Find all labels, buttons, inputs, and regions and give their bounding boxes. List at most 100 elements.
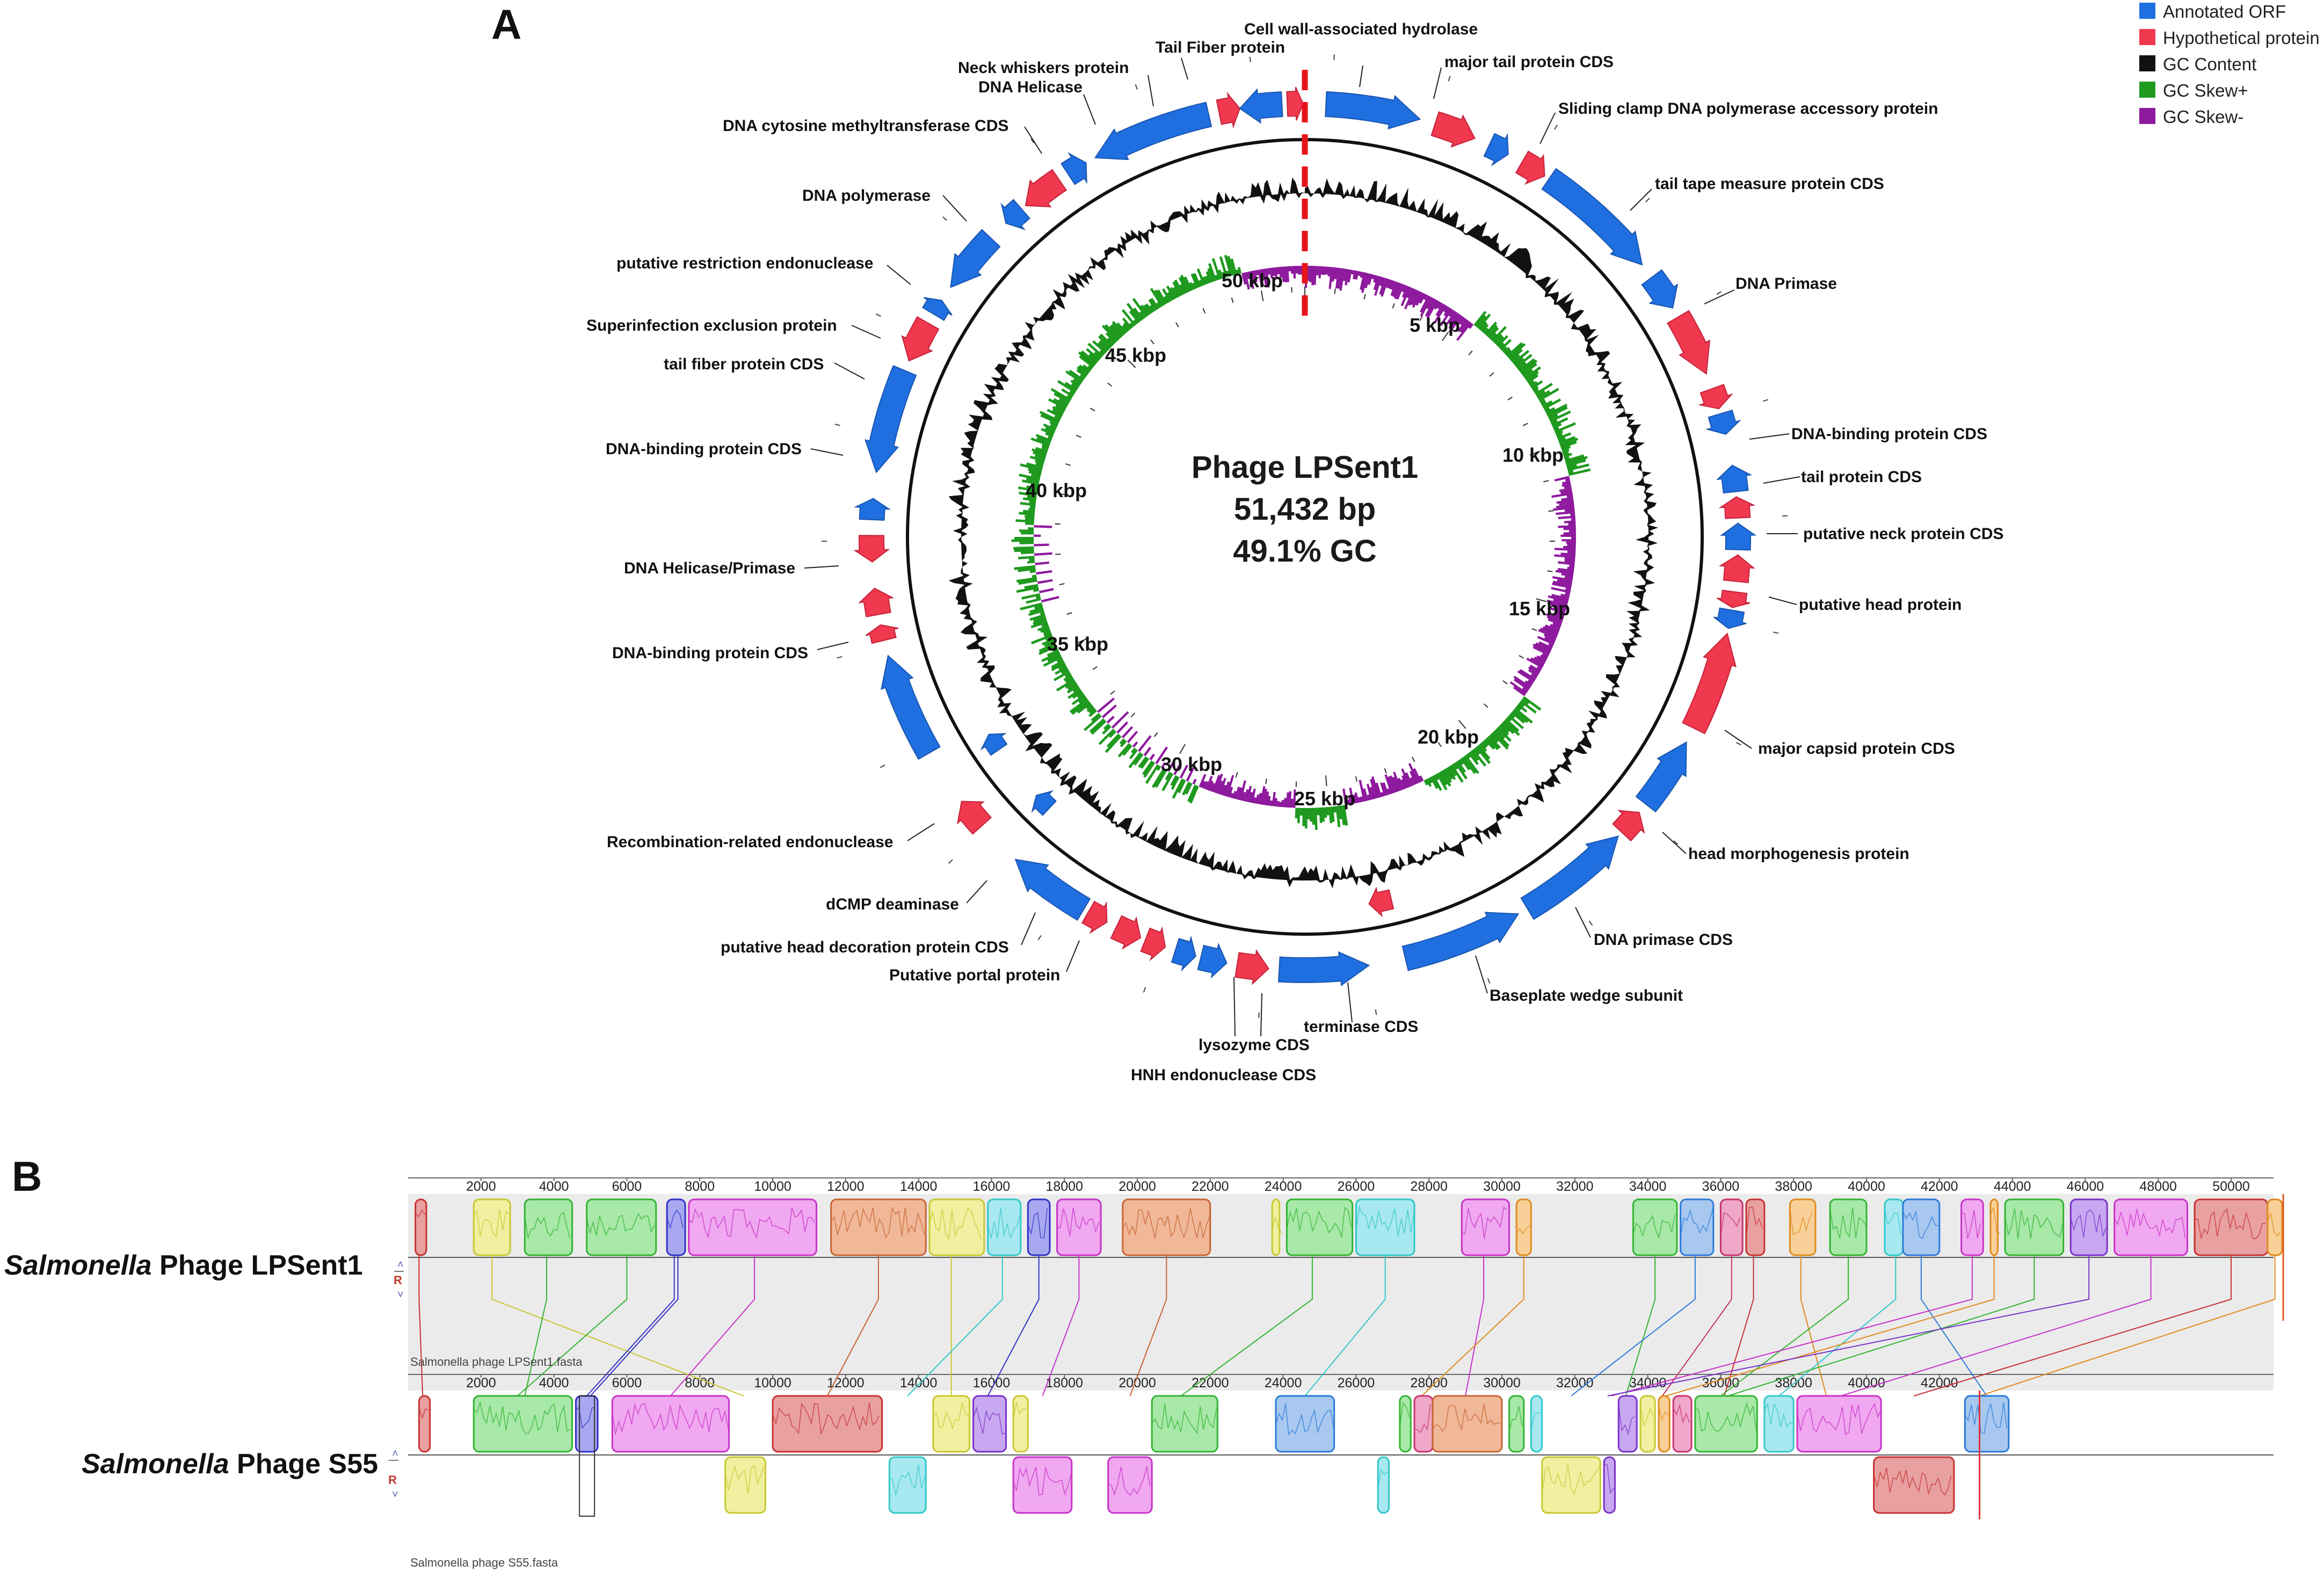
genome2-lcb-20 [1541,1456,1601,1514]
reverse-toggle[interactable]: R [388,1473,397,1487]
annotated-orf-23 [1197,942,1228,979]
annotated-orf-18 [1520,835,1619,920]
kbp-tick [1384,768,1387,774]
ruler1-tick-label: 44000 [1994,1179,2031,1194]
ruler1-tick-label: 26000 [1338,1179,1375,1194]
hypothetical-orf-47 [1286,86,1304,121]
genome2-lcb-profile [1764,1402,1794,1428]
genome2-lcb-profile [1151,1402,1217,1435]
genome1-lcb-blocks [415,1194,2284,1321]
outer-tick [1030,138,1035,144]
genome2-filename: Salmonella phage S55.fasta [410,1556,558,1569]
annotated-orf-37 [865,365,917,474]
lcb-connector-17 [1625,1255,1656,1396]
outer-tick [948,859,953,864]
label-head-morphogenesis: head morphogenesis protein [1688,845,1909,863]
outer-tick [880,765,885,768]
hypothetical-orf-13 [1717,590,1751,608]
genome1-title: Salmonella Phage LPSent1 [4,1250,363,1281]
genome2-lcb-24 [1658,1395,1671,1453]
label-neck-whiskers: Neck whiskers protein [958,59,1129,77]
genome1-lcb-profile [1720,1207,1741,1238]
kbp-tick [1529,450,1541,456]
kbp-tick [1489,372,1494,377]
kbp-tick [1291,287,1292,293]
reverse-toggle[interactable]: R [394,1273,402,1287]
label-dna-binding-3: DNA-binding protein CDS [606,440,802,458]
genome1-controls[interactable]: ˄ R ˅ [394,1259,404,1301]
genome1-lcb-profile [415,1206,426,1218]
chevron-up-icon[interactable]: ˄ [397,1259,404,1271]
label-superinfection-exclusion: Superinfection exclusion protein [586,317,837,334]
annotated-orf-40 [950,229,1001,288]
chevron-down-icon[interactable]: ˅ [397,1289,404,1301]
label-terminase: terminase CDS [1304,1018,1418,1036]
legend-swatch-hypothetical [2139,29,2155,45]
genome1-lcb-8 [987,1198,1022,1256]
gc-content-track [948,177,1658,889]
lcb-connector-1 [491,1255,744,1396]
lcb-connector-22 [1720,1255,1849,1396]
annotated-orf-2 [1483,133,1509,166]
genome2-lcb-profile [612,1402,729,1435]
lcb-connector-14 [1304,1255,1386,1396]
hypothetical-orf-27 [1081,900,1108,934]
genome2-controls[interactable]: ˄ R ˅ [388,1448,398,1501]
genome1-lcb-1 [473,1198,511,1256]
outer-tick [1773,631,1779,634]
outer-tick [1735,742,1741,746]
annotated-orf-5 [1641,269,1679,309]
annotated-orf-44 [1094,101,1212,161]
label-putative-neck: putative neck protein CDS [1803,525,2003,543]
legend-swatch-skew-minus [2139,108,2155,124]
genome2-lcb-blocks [418,1391,2010,1519]
genome2-lcb-profile [1541,1463,1601,1495]
ruler2-tick-label: 30000 [1483,1376,1521,1391]
legend-gc-skew-minus: GC Skew- [2163,107,2243,127]
genome-gc: 49.1% GC [1233,534,1377,569]
genome2-lcb-profile [1618,1402,1635,1436]
outer-tick [876,313,881,317]
genome1-lcb-30 [2194,1198,2269,1256]
genome1-lcb-profile [666,1206,684,1229]
kbp-label-20: 20 kbp [1418,726,1479,748]
genome1-lcb-2 [524,1198,573,1256]
kbp-tick [1179,744,1186,754]
genome2-lcb-profile [772,1402,880,1435]
genome1-lcb-profile [2114,1206,2186,1239]
genome1-lcb-22 [1829,1198,1868,1256]
annotated-orf-29 [1031,790,1057,816]
label-head-decoration: putative head decoration protein CDS [721,938,1009,956]
kbp-tick [1536,598,1547,602]
genome2-lcb-profile [1013,1463,1072,1496]
chevron-up-icon[interactable]: ˄ [392,1448,398,1460]
outer-tick [1763,399,1769,402]
kbp-tick [1392,303,1395,309]
annotated-orf-39 [922,297,953,321]
genome1-lcb-profile [1829,1207,1866,1239]
genome2-lcb-profile [1013,1402,1027,1420]
genome2-lcb-5 [772,1395,883,1453]
genome2-lcb-profile [418,1402,429,1420]
genome2-lcb-9 [1012,1395,1029,1453]
genome2-lcb-profile [933,1402,969,1430]
kbp-tick [1437,741,1442,747]
chevron-down-icon[interactable]: ˅ [392,1489,398,1501]
ruler2-tick-label: 4000 [539,1376,569,1391]
label-sliding-clamp: Sliding clamp DNA polymerase accessory p… [1558,100,1938,118]
gene-labels [804,57,1800,1037]
genome1-lcb-profile [2070,1206,2107,1238]
lcb-connector-2 [524,1255,548,1396]
lcb-connector-28 [1607,1255,2090,1396]
annotated-orf-46 [1239,88,1283,124]
panel-a-letter: A [491,1,521,48]
genome2-lcb-25 [1672,1395,1693,1453]
annotated-orf-16 [1635,741,1687,813]
genome1-lcb-27 [2004,1198,2065,1256]
genome1-lcb-profile [1960,1206,1981,1239]
annotated-orf-19 [1401,912,1520,971]
ruler2-tick-label: 26000 [1338,1376,1375,1391]
ruler1-tick-label: 32000 [1556,1179,1594,1194]
kbp-tick [1363,294,1366,300]
